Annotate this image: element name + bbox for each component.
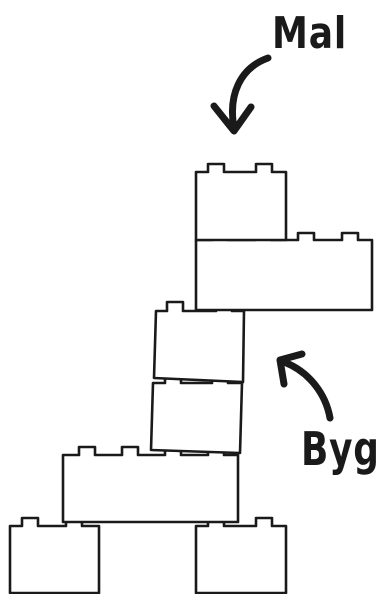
brick-bottom-right: [196, 518, 286, 593]
brick-middle-upper: [154, 302, 244, 382]
label-byg: Byg: [301, 426, 377, 472]
brick-middle-lower: [151, 375, 242, 453]
brick-wide-lower: [63, 447, 238, 522]
arrow-to-tower-top: [214, 58, 268, 131]
brick-bottom-left: [10, 518, 99, 593]
brick-wide-upper: [196, 233, 372, 310]
brick-top: [196, 164, 286, 240]
label-mal: Mal: [272, 12, 347, 56]
arrow-from-byg: [280, 354, 330, 418]
